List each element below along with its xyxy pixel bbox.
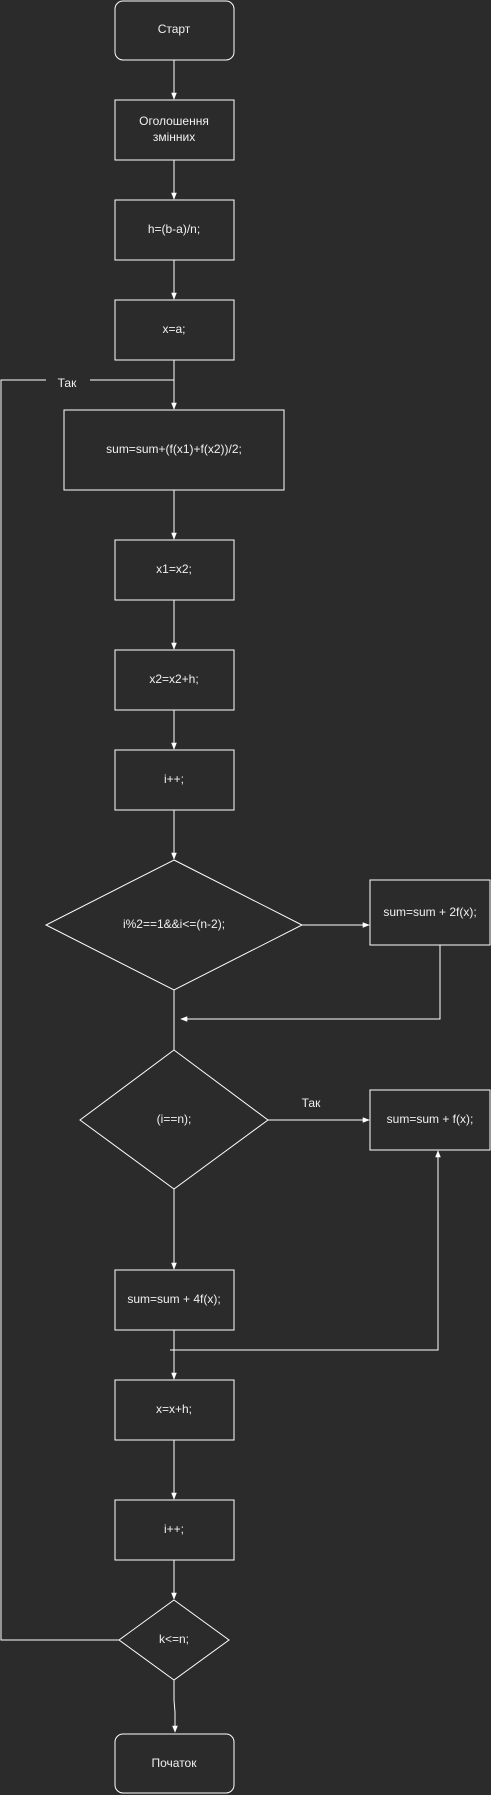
sum-4f-node <box>114 1269 235 1331</box>
start-node <box>114 0 235 61</box>
x1-assign-label: x1=x2; <box>156 562 192 576</box>
start-label: Старт <box>158 22 191 36</box>
x2-assign-label: x2=x2+h; <box>149 672 198 686</box>
loop-yes-label: Так <box>58 376 77 390</box>
x-init-label: x=a; <box>162 322 185 336</box>
x-step-label: x=x+h; <box>156 1402 192 1416</box>
edge-loop-back-left <box>0 379 119 1641</box>
i-inc-1-label: i++; <box>164 772 184 786</box>
declare-node <box>114 99 235 161</box>
cond-loop-diamond <box>118 1599 230 1681</box>
x2-assign-node <box>114 649 235 711</box>
h-calc-label: h=(b-a)/n; <box>148 222 200 236</box>
i-inc-1-node <box>114 749 235 811</box>
h-calc-node <box>114 199 235 261</box>
sum-f-node <box>369 1089 491 1151</box>
declare-label-line2: змінних <box>153 130 195 144</box>
cond-odd-diamond <box>44 859 304 991</box>
x-init-node <box>114 299 235 361</box>
edge-cond-loop-end <box>172 1680 178 1733</box>
i-inc-2-node <box>114 1499 235 1561</box>
edge-merge-sumf <box>170 1150 441 1351</box>
cond-odd-label: i%2==1&&i<=(n-2); <box>123 917 225 931</box>
sum-2f-label: sum=sum + 2f(x); <box>383 905 476 919</box>
sum-f-label: sum=sum + f(x); <box>387 1112 474 1126</box>
x-step-node <box>114 1379 235 1441</box>
i-inc-2-label: i++; <box>164 1522 184 1536</box>
declare-label-line1: Оголошення <box>139 114 209 128</box>
x1-assign-node <box>114 539 235 601</box>
last-yes-label: Так <box>302 1096 321 1110</box>
sum-2f-node <box>369 879 491 946</box>
sum-4f-label: sum=sum + 4f(x); <box>127 1292 220 1306</box>
end-label: Початок <box>152 1756 198 1770</box>
cond-last-label: (i==n); <box>157 1112 192 1126</box>
sum-update-node <box>63 409 285 491</box>
cond-loop-label: k<=n; <box>159 1632 189 1646</box>
end-node <box>114 1733 235 1794</box>
edge-sum2f-return <box>180 945 441 1022</box>
cond-last-diamond <box>79 1049 269 1190</box>
sum-update-label: sum=sum+(f(x1)+f(x2))/2; <box>106 442 242 456</box>
